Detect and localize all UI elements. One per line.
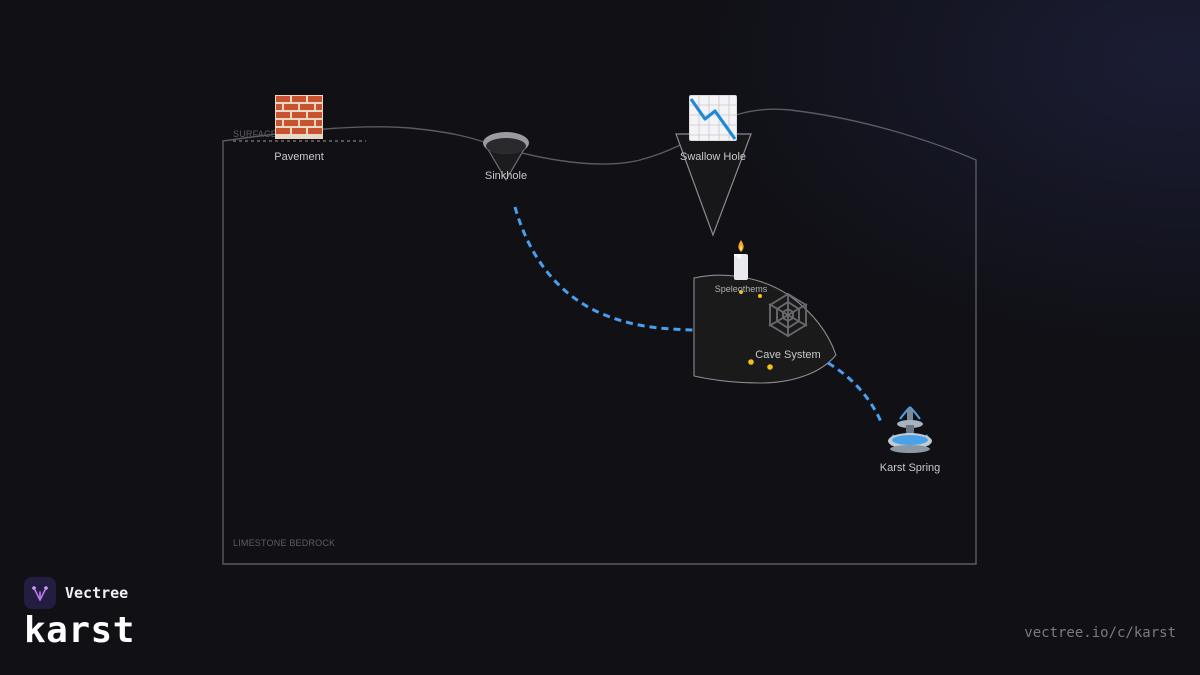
chart-decreasing-icon <box>689 95 737 141</box>
karst-spring-label: Karst Spring <box>880 462 941 474</box>
flow-sinkhole-to-cave <box>513 206 695 332</box>
spider-web-icon <box>768 292 808 338</box>
brand: Vectree <box>24 577 128 609</box>
pavement-label: Pavement <box>274 151 324 163</box>
fountain-icon <box>888 406 932 453</box>
drip-dot <box>767 364 773 370</box>
drip-dot <box>758 294 762 298</box>
source-url[interactable]: vectree.io/c/karst <box>1024 625 1176 641</box>
drip-dot <box>739 290 743 294</box>
drip-dot <box>748 359 754 365</box>
brand-name: Vectree <box>65 584 129 602</box>
bedrock-outline <box>222 108 977 565</box>
swallow-hole-funnel <box>675 133 752 237</box>
vectree-logo-icon <box>24 577 56 609</box>
brick-icon <box>275 95 323 139</box>
speleothems-label: Speleothems <box>715 284 768 294</box>
page-title: karst <box>24 610 135 651</box>
sinkhole-label: Sinkhole <box>485 170 527 182</box>
surface-label: SURFACE <box>233 129 277 139</box>
cave-chamber <box>693 274 837 384</box>
candle-icon <box>734 240 748 280</box>
flow-cave-to-spring <box>827 361 884 425</box>
sinkhole-rim <box>486 138 526 154</box>
swallow-hole-label: Swallow Hole <box>680 151 746 163</box>
bedrock-label: LIMESTONE BEDROCK <box>233 538 335 548</box>
cave-system-label: Cave System <box>755 349 820 361</box>
